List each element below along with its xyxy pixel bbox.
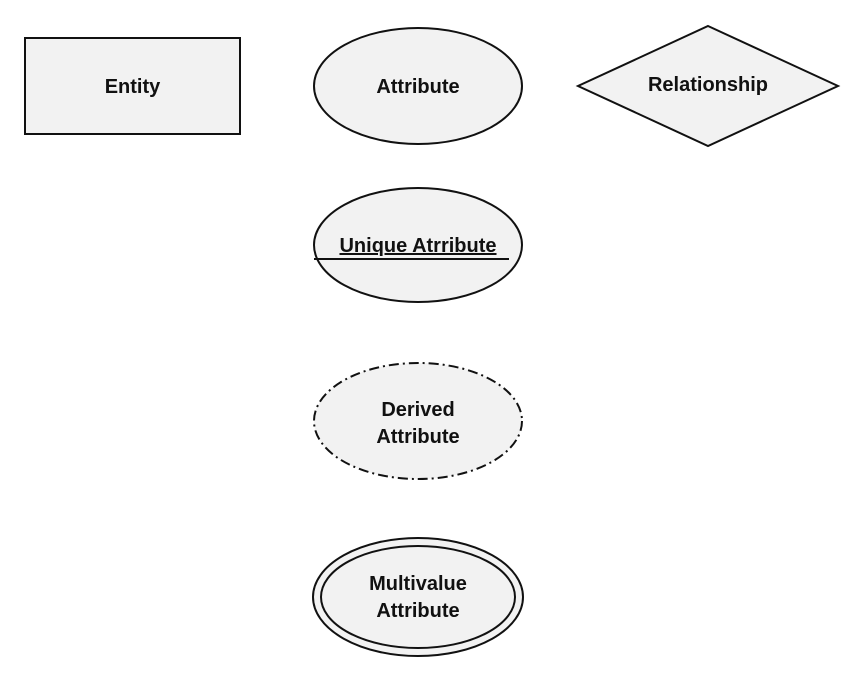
derived-attribute-label-line1: Derived: [381, 399, 454, 421]
unique-attribute-ellipse: [313, 187, 523, 303]
attribute-label: Attribute: [376, 76, 459, 98]
multivalue-attribute-label-line2: Attribute: [376, 600, 459, 622]
attribute-ellipse: [313, 27, 523, 145]
unique-attribute-shape[interactable]: Unique Atrribute: [313, 187, 523, 303]
relationship-diamond: [575, 24, 841, 148]
entity-shape[interactable]: Entity: [24, 37, 241, 135]
relationship-label: Relationship: [648, 74, 768, 96]
multivalue-attribute-inner-ellipse: [320, 545, 516, 649]
derived-attribute-shape[interactable]: Derived Attribute: [313, 362, 523, 480]
entity-label: Entity: [105, 76, 161, 98]
attribute-shape[interactable]: Attribute: [313, 27, 523, 145]
unique-attribute-label: Unique Atrribute: [339, 235, 496, 257]
multivalue-attribute-label-line1: Multivalue: [369, 573, 467, 595]
relationship-shape[interactable]: Relationship: [575, 24, 841, 148]
entity-rect: [24, 37, 241, 135]
derived-attribute-label-line2: Attribute: [376, 426, 459, 448]
multivalue-attribute-shape[interactable]: Multivalue Attribute: [312, 537, 524, 657]
derived-attribute-ellipse: [313, 362, 523, 480]
